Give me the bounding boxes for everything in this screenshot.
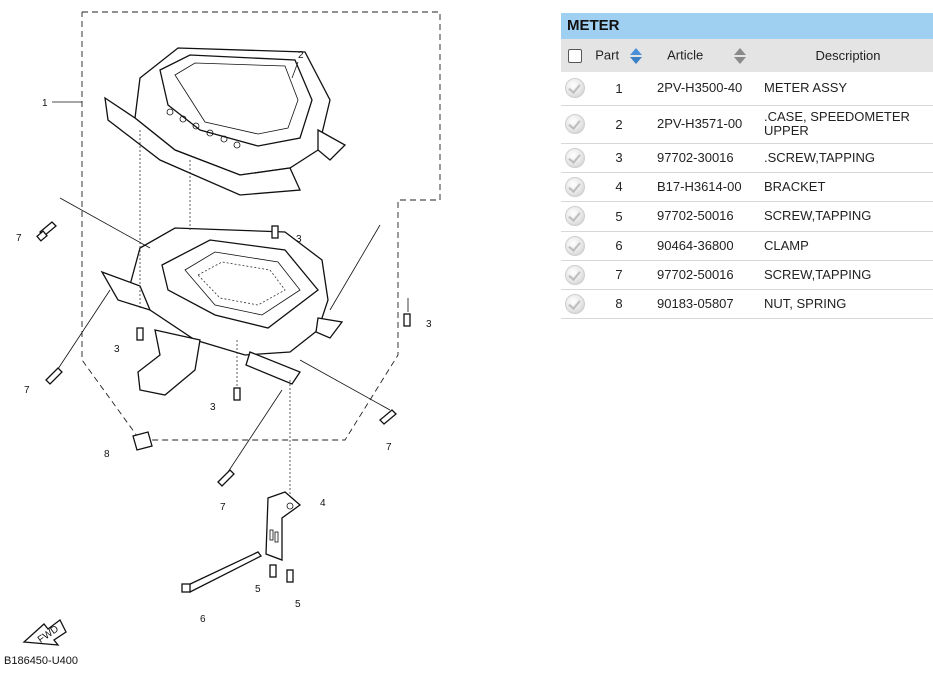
screw-7-right[interactable] (379, 409, 397, 425)
table-row[interactable]: 6 90464-36800 CLAMP (561, 231, 933, 261)
sort-arrows-icon[interactable] (733, 47, 747, 65)
lower-housing-part[interactable] (100, 227, 344, 396)
row-part: 6 (589, 231, 649, 261)
column-header-part[interactable]: Part (589, 39, 649, 72)
row-part: 8 (589, 289, 649, 319)
row-part: 7 (589, 260, 649, 290)
check-circle-icon[interactable] (565, 264, 585, 285)
parts-panel: METER Part Article (561, 13, 933, 319)
row-article: 90183-05807 (649, 289, 758, 319)
row-part: 1 (589, 72, 649, 106)
row-description: SCREW,TAPPING (758, 201, 933, 232)
panel-title: METER (561, 13, 933, 39)
table-header-row: Part Article Description (561, 39, 933, 72)
row-part: 3 (589, 143, 649, 173)
row-description: METER ASSY (758, 72, 933, 106)
fwd-arrow-icon: FWD (22, 619, 67, 646)
upper-case-part[interactable] (104, 47, 347, 196)
callout-7-b: 7 (24, 385, 30, 396)
row-article: 97702-50016 (649, 201, 758, 232)
column-label-article: Article (667, 46, 704, 62)
callout-3-b: 3 (114, 344, 120, 355)
callout-1: 1 (42, 98, 48, 109)
exploded-parts-diagram: 1 2 3 3 3 3 4 5 5 6 7 7 7 7 8 FWD B18645… (4, 11, 441, 667)
screw-7-bottom[interactable] (217, 469, 235, 487)
check-circle-icon[interactable] (565, 235, 585, 256)
table-row[interactable]: 4 B17-H3614-00 BRACKET (561, 172, 933, 202)
row-article: 2PV-H3571-00 (649, 105, 758, 144)
row-description: .CASE, SPEEDOMETER UPPER (758, 105, 933, 144)
callout-5-a: 5 (255, 584, 261, 595)
select-all-checkbox[interactable] (568, 49, 582, 64)
screw-3-group[interactable] (136, 225, 411, 401)
row-description: NUT, SPRING (758, 289, 933, 319)
bracket-part[interactable] (265, 491, 302, 561)
callout-4: 4 (320, 498, 326, 509)
callout-5-b: 5 (295, 599, 301, 610)
table-row[interactable]: 7 97702-50016 SCREW,TAPPING (561, 260, 933, 290)
screw-7-left-bottom[interactable] (45, 367, 63, 385)
table-row[interactable]: 2 2PV-H3571-00 .CASE, SPEEDOMETER UPPER (561, 105, 933, 144)
column-header-article[interactable]: Article (649, 39, 758, 72)
table-row[interactable]: 1 2PV-H3500-40 METER ASSY (561, 72, 933, 106)
table-row[interactable]: 8 90183-05807 NUT, SPRING (561, 289, 933, 319)
row-description: CLAMP (758, 231, 933, 261)
check-circle-icon[interactable] (565, 206, 585, 226)
callout-3-c: 3 (426, 319, 432, 330)
row-part: 2 (589, 105, 649, 144)
parts-table: Part Article Description (561, 39, 933, 319)
row-article: 97702-30016 (649, 143, 758, 173)
callout-7-d: 7 (220, 502, 226, 513)
row-part: 4 (589, 172, 649, 202)
callout-7-c: 7 (386, 442, 392, 453)
callout-3-a: 3 (296, 234, 302, 245)
column-label-part: Part (595, 46, 620, 62)
callout-6: 6 (200, 614, 206, 625)
assembly-boundary (81, 11, 441, 441)
callout-3-d: 3 (210, 402, 216, 413)
row-article: 90464-36800 (649, 231, 758, 261)
column-label-description: Description (815, 47, 881, 63)
diagram-code: B186450-U400 (4, 655, 78, 667)
row-description: BRACKET (758, 172, 933, 202)
callout-8: 8 (104, 449, 110, 460)
callout-7-a: 7 (16, 233, 22, 244)
row-description: .SCREW,TAPPING (758, 143, 933, 173)
row-article: 97702-50016 (649, 260, 758, 290)
table-row[interactable]: 5 97702-50016 SCREW,TAPPING (561, 201, 933, 232)
callout-2: 2 (298, 50, 304, 61)
clamp-part[interactable] (181, 551, 262, 593)
check-circle-icon[interactable] (565, 114, 585, 134)
column-header-description: Description (758, 39, 933, 72)
screw-7-left-top[interactable] (36, 221, 57, 242)
check-circle-icon[interactable] (565, 176, 585, 197)
row-part: 5 (589, 201, 649, 232)
sort-arrows-icon[interactable] (629, 47, 643, 65)
check-circle-icon[interactable] (565, 147, 585, 168)
check-circle-icon[interactable] (565, 78, 585, 99)
row-description: SCREW,TAPPING (758, 260, 933, 290)
row-article: B17-H3614-00 (649, 172, 758, 202)
screw-5-group[interactable] (269, 564, 294, 583)
table-row[interactable]: 3 97702-30016 .SCREW,TAPPING (561, 143, 933, 173)
check-circle-icon[interactable] (565, 293, 585, 314)
spring-nut-part[interactable] (132, 431, 153, 451)
row-article: 2PV-H3500-40 (649, 72, 758, 106)
